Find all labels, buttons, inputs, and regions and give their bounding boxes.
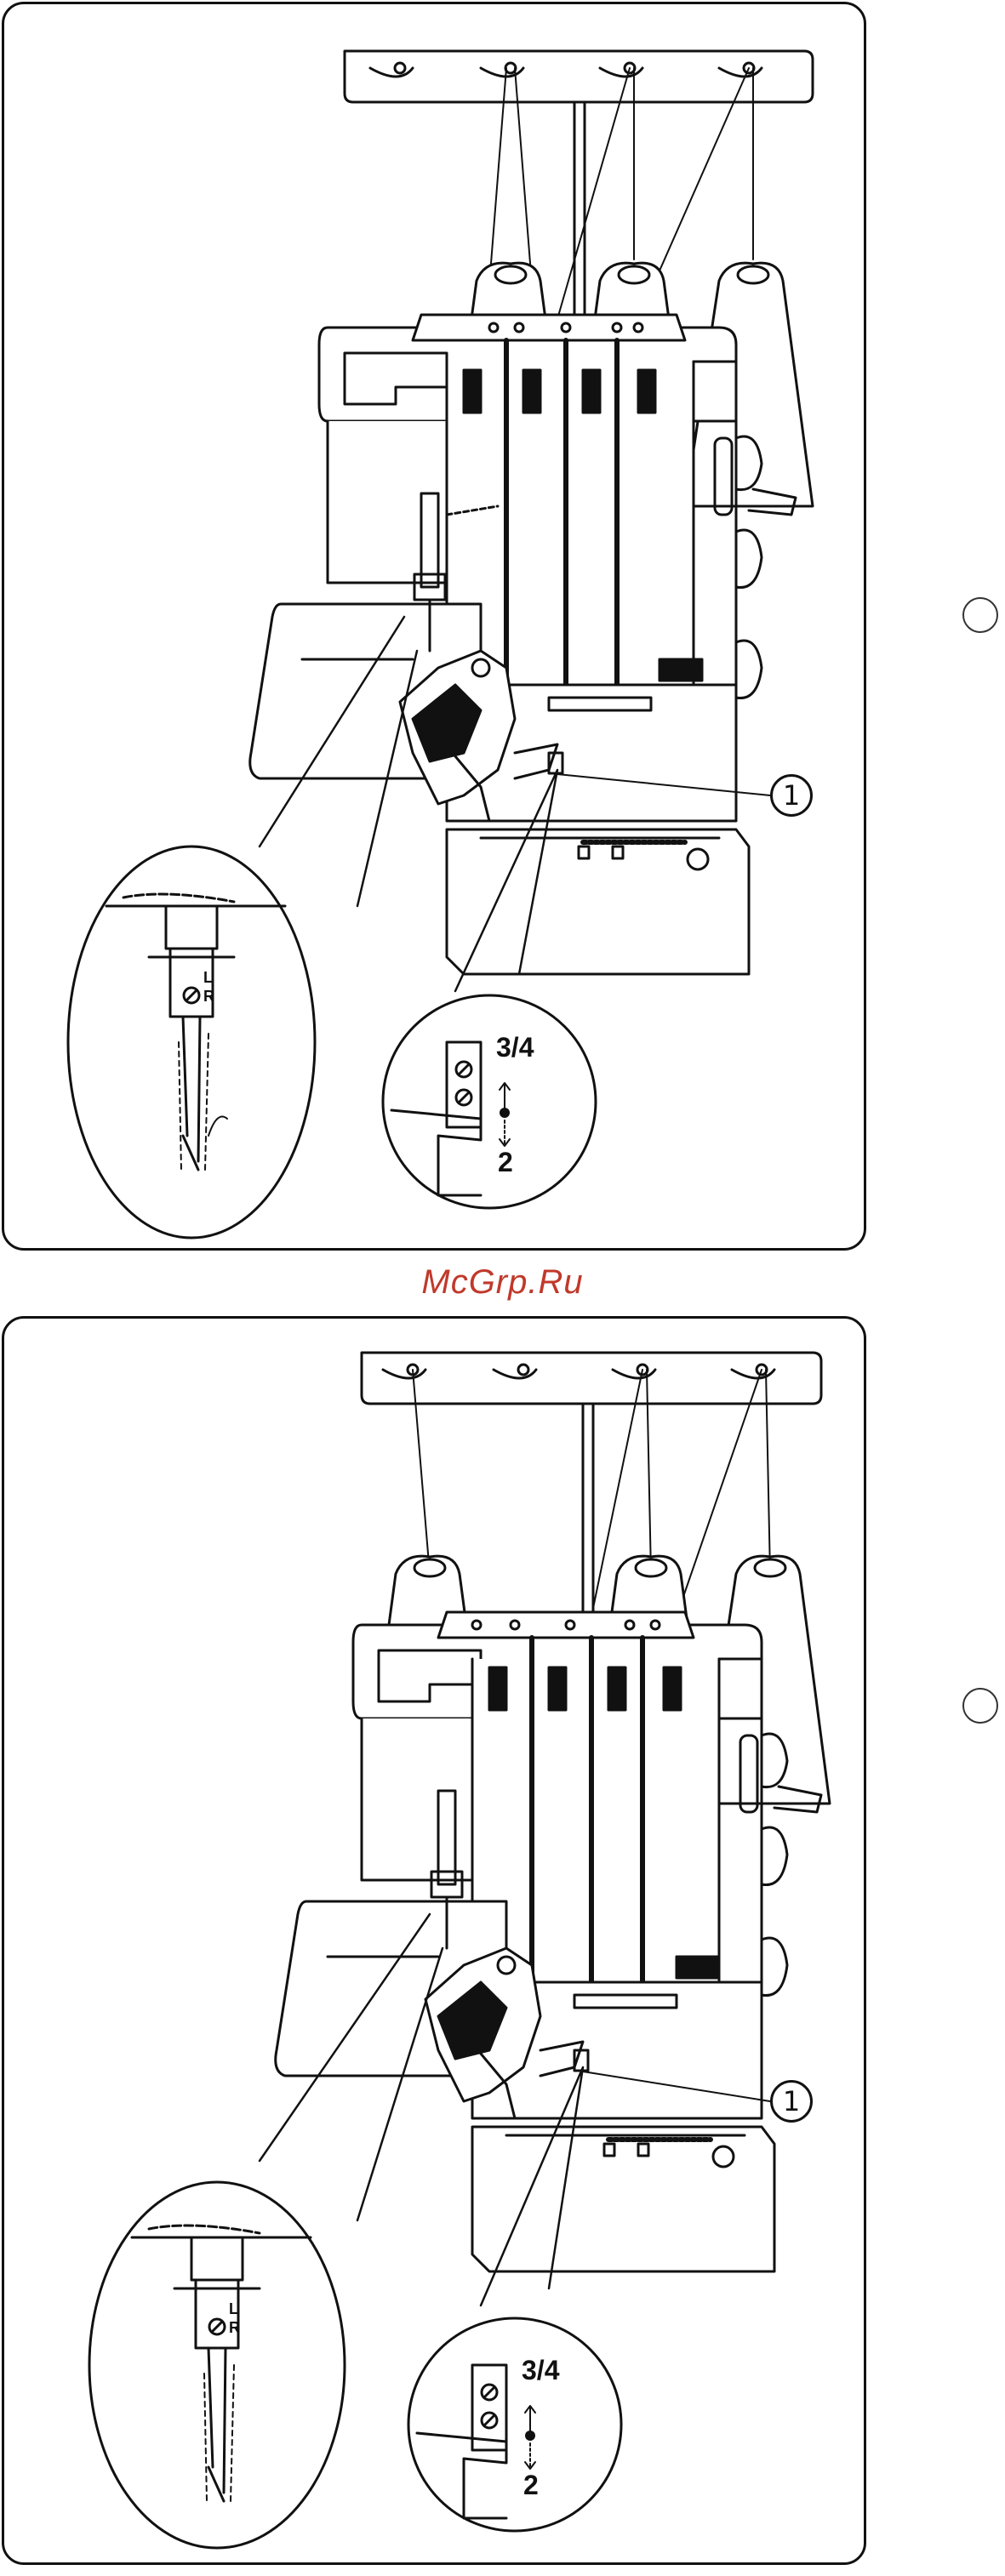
dial-label-3-4-bottom: 3/4	[522, 2357, 559, 2384]
needle-label-R-bottom: R	[229, 2320, 240, 2335]
dial-label-2-bottom: 2	[523, 2471, 539, 2499]
dial-label-2-top: 2	[498, 1148, 513, 1176]
illustration-panel-bottom: 1 3/4 2 L R	[2, 1316, 866, 2565]
margin-circle-marker-bottom	[962, 1688, 998, 1724]
callout-1-bottom: 1	[770, 2080, 813, 2123]
needle-label-R-top: R	[203, 989, 214, 1004]
illustration-panel-top: 1 3/4 2 L R	[2, 2, 866, 1251]
watermark: McGrp.Ru	[0, 1263, 1005, 1302]
callout-1-top: 1	[770, 774, 813, 817]
needle-label-L-top: L	[203, 970, 213, 985]
dial-label-3-4-top: 3/4	[496, 1034, 534, 1061]
serger-threading-illustration-bottom	[4, 1319, 864, 2562]
needle-label-L-bottom: L	[229, 2301, 238, 2317]
margin-circle-marker-top	[962, 597, 998, 633]
serger-threading-illustration-top	[4, 4, 864, 1248]
